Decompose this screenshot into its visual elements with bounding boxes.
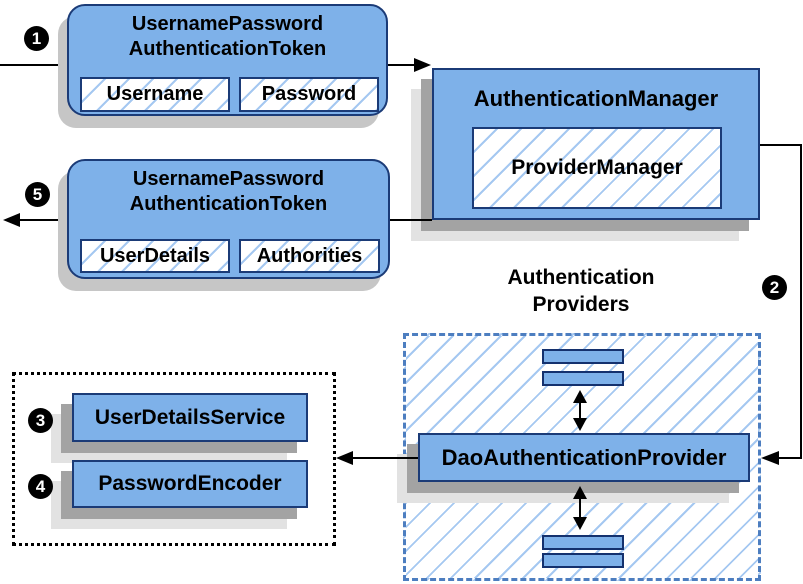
user-details-service-node: UserDetailsService [72, 393, 308, 442]
arrowhead-into-authentication-manager [414, 58, 431, 72]
token-request-title-line2: AuthenticationToken [128, 38, 327, 60]
provider-stack-bar [542, 371, 624, 386]
token-request-title-line1: UsernamePassword [131, 13, 324, 35]
token-field-password: Password [239, 77, 379, 112]
arrowhead-into-beans-box [336, 451, 353, 465]
connector-manager-to-provider [760, 144, 802, 459]
token-request-title: UsernamePassword AuthenticationToken [69, 6, 386, 62]
step-badge-2: 2 [762, 275, 787, 300]
dao-authentication-provider-node: DaoAuthenticationProvider [418, 433, 750, 482]
authentication-providers-label-line2: Providers [532, 293, 630, 316]
arrowhead-into-dao-provider [761, 451, 779, 465]
token-field-user-details: UserDetails [80, 239, 230, 273]
token-field-authorities: Authorities [239, 239, 380, 273]
authentication-providers-label: Authentication Providers [460, 264, 702, 318]
step-badge-4: 4 [28, 474, 53, 499]
username-password-token-result-node: UsernamePassword AuthenticationToken Use… [67, 159, 390, 279]
provider-stack-bar [542, 535, 624, 550]
provider-manager-node: ProviderManager [472, 127, 722, 209]
token-result-title-line1: UsernamePassword [132, 168, 325, 190]
username-password-token-request-node: UsernamePassword AuthenticationToken Use… [67, 4, 388, 116]
provider-stack-bar [542, 553, 624, 568]
step-badge-5: 5 [25, 182, 50, 207]
authentication-providers-label-line1: Authentication [507, 266, 655, 289]
authentication-manager-title: AuthenticationManager [473, 86, 719, 111]
token-result-title-line2: AuthenticationToken [129, 193, 328, 215]
step-badge-3: 3 [28, 408, 53, 433]
provider-stack-bar [542, 349, 624, 364]
token-field-username: Username [80, 77, 230, 112]
step-badge-1: 1 [24, 26, 49, 51]
password-encoder-node: PasswordEncoder [72, 460, 308, 508]
arrowhead-result-left [3, 213, 20, 227]
authentication-manager-node: AuthenticationManager ProviderManager [432, 68, 760, 220]
token-result-title: UsernamePassword AuthenticationToken [69, 161, 388, 217]
